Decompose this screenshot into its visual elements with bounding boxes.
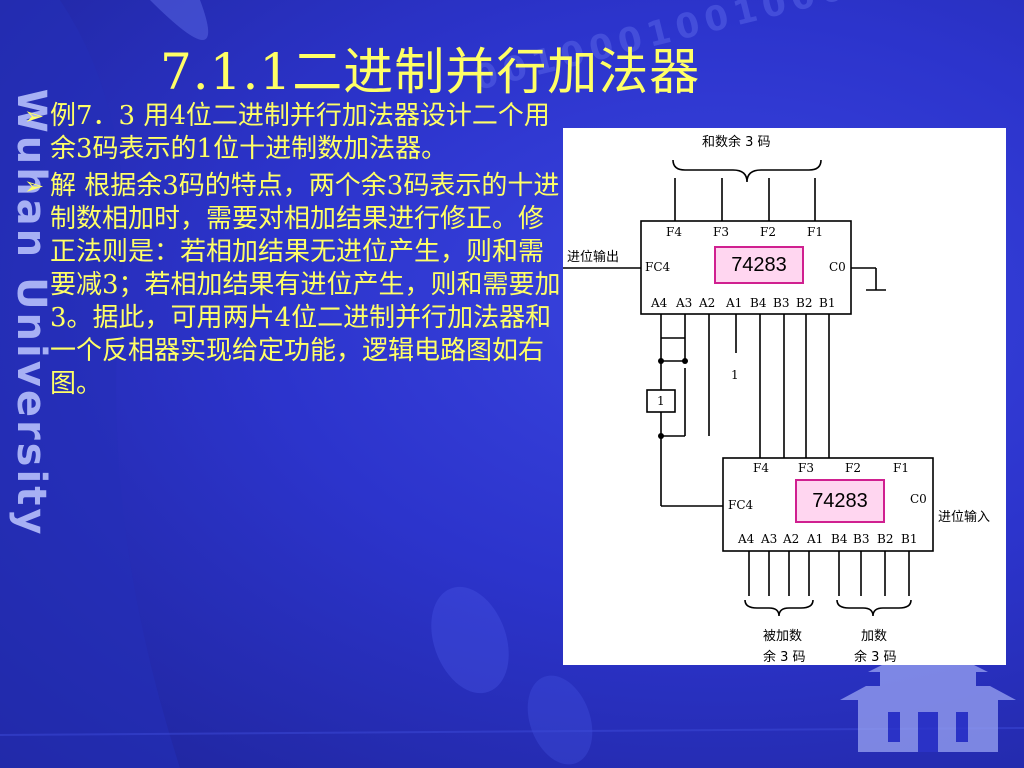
circuit-wires	[563, 159, 934, 617]
top-f2-pin: F2	[760, 225, 776, 239]
paragraph-text: 解 根据余3码的特点，两个余3码表示的十进制数相加时，需要对相加结果进行修正。修…	[50, 171, 561, 399]
body-text: ➢ 例7．3 用4位二进制并行加法器设计二个用余3码表示的1位十进制数加法器。 …	[24, 100, 564, 405]
augend-code-label: 余 3 码	[763, 650, 806, 665]
top-a2-pin: A2	[699, 296, 716, 310]
top-c0-pin: C0	[829, 260, 846, 274]
top-b4-pin: B4	[750, 296, 767, 310]
addend-label: 加数	[861, 629, 888, 644]
bottom-f2-pin: F2	[845, 461, 861, 475]
top-a3-pin: A3	[676, 296, 693, 310]
bottom-a2-pin: A2	[783, 532, 800, 546]
top-a4-pin: A4	[651, 296, 668, 310]
bottom-b4-pin: B4	[831, 532, 848, 546]
constant-one-label: 1	[731, 368, 739, 382]
carry-out-label: 进位输出	[567, 250, 620, 265]
bottom-chip-label: 74283	[795, 479, 885, 523]
carry-in-label: 进位输入	[938, 510, 991, 525]
top-chip-label: 74283	[714, 246, 804, 284]
bottom-b2-pin: B2	[877, 532, 894, 546]
top-f1-pin: F1	[807, 225, 823, 239]
bottom-b1-pin: B1	[901, 532, 918, 546]
top-b1-pin: B1	[819, 296, 836, 310]
bottom-a3-pin: A3	[761, 532, 778, 546]
circuit-diagram: 和数余 3 码 进位输出 进位输入 被加数 余 3 码 加数 余 3 码 F4 …	[563, 128, 1006, 665]
top-a1-pin: A1	[726, 296, 743, 310]
inverter-label: 1	[657, 394, 665, 408]
bottom-c0-pin: C0	[910, 492, 927, 506]
bullet-arrow-icon: ➢	[24, 102, 45, 130]
addend-code-label: 余 3 码	[854, 650, 897, 665]
paragraph-example: ➢ 例7．3 用4位二进制并行加法器设计二个用余3码表示的1位十进制数加法器。	[24, 100, 564, 166]
paragraph-solution: ➢ 解 根据余3码的特点，两个余3码表示的十进制数相加时，需要对相加结果进行修正…	[24, 170, 564, 401]
bottom-a4-pin: A4	[738, 532, 755, 546]
sum-label: 和数余 3 码	[702, 135, 771, 150]
bottom-f4-pin: F4	[753, 461, 769, 475]
bullet-arrow-icon: ➢	[24, 172, 45, 200]
bottom-b3-pin: B3	[853, 532, 870, 546]
top-f4-pin: F4	[666, 225, 682, 239]
augend-label: 被加数	[763, 629, 803, 644]
bottom-f1-pin: F1	[893, 461, 909, 475]
top-fc4-pin: FC4	[645, 260, 671, 274]
top-f3-pin: F3	[713, 225, 729, 239]
bottom-fc4-pin: FC4	[728, 498, 754, 512]
bottom-a1-pin: A1	[807, 532, 824, 546]
top-b3-pin: B3	[773, 296, 790, 310]
slide-title: 7.1.1二进制并行加法器	[160, 43, 701, 101]
bottom-f3-pin: F3	[798, 461, 814, 475]
top-b2-pin: B2	[796, 296, 813, 310]
paragraph-text: 例7．3 用4位二进制并行加法器设计二个用余3码表示的1位十进制数加法器。	[50, 101, 550, 164]
